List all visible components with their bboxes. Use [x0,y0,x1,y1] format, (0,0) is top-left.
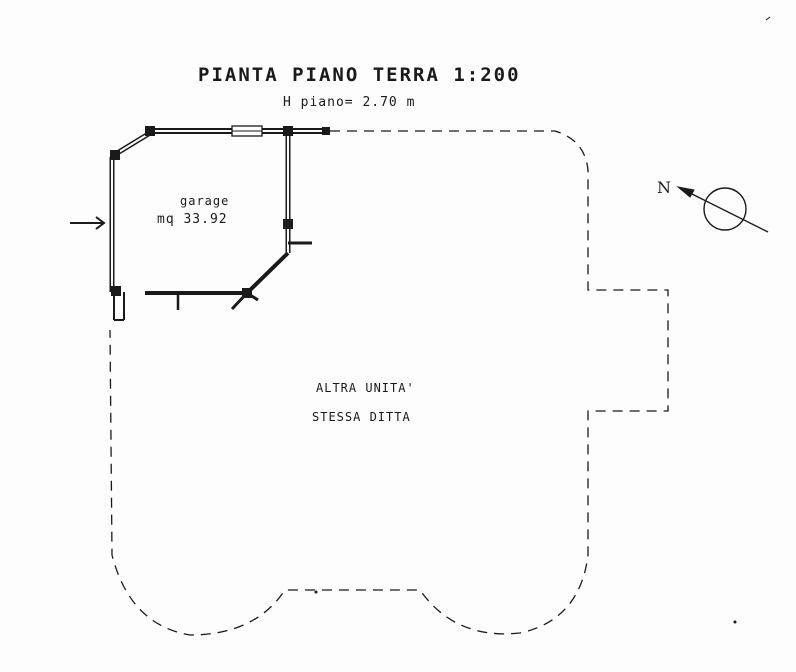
north-label: N [657,178,671,197]
other-unit-label: ALTRA UNITA' [316,381,415,395]
scan-mark [765,16,771,21]
other-unit-boundary [109,130,669,636]
entrance-arrow-icon [70,216,106,230]
column [242,288,252,298]
garage-window [231,125,263,137]
garage-area-label: mq 33.92 [157,212,228,227]
drawing-title: PIANTA PIANO TERRA 1:200 [198,64,521,86]
column [283,126,293,136]
scan-mark [314,590,318,594]
scan-mark [733,620,737,624]
garage-room-label: garage [180,194,230,208]
floor-height-label: H piano= 2.70 m [283,95,416,110]
other-unit-owner-label: STESSA DITTA [312,410,411,424]
column [145,126,155,136]
column [322,127,330,135]
column [111,286,121,296]
north-arrow-icon [676,186,769,233]
garage-walls [109,128,330,321]
column [283,219,293,229]
structural-columns [110,126,330,298]
column [110,150,120,160]
